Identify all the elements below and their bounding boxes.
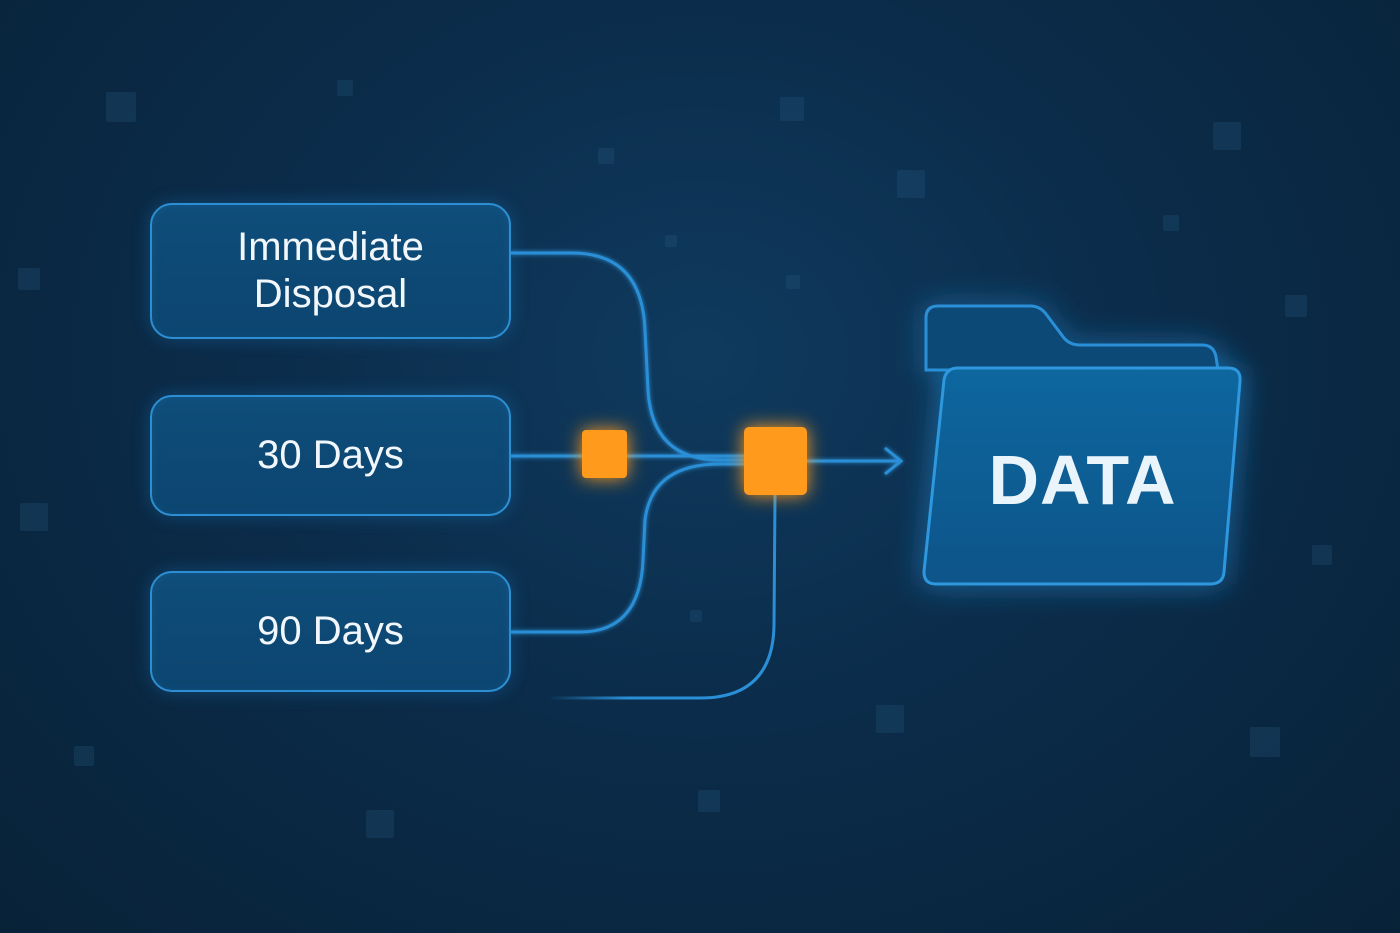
arrow-head-icon <box>884 446 904 476</box>
background-speck <box>1163 215 1179 231</box>
junction-node-large <box>744 427 807 495</box>
option-label-line: Disposal <box>253 272 408 316</box>
background-speck <box>106 92 136 122</box>
background-speck <box>876 705 904 733</box>
option-label-line: Immediate <box>237 225 424 269</box>
background-speck <box>1250 727 1280 757</box>
junction-node-small <box>582 430 627 478</box>
background-speck <box>1213 122 1241 150</box>
background-speck <box>897 170 925 198</box>
connector-90-days <box>511 462 745 634</box>
background-speck <box>74 746 94 766</box>
option-30-days[interactable]: 30 Days <box>150 395 511 516</box>
background-speck <box>690 610 702 622</box>
option-immediate-disposal[interactable]: Immediate Disposal <box>150 203 511 339</box>
background-speck <box>698 790 720 812</box>
background-speck <box>337 80 353 96</box>
folder-label: DATA <box>988 441 1177 519</box>
background-speck <box>20 503 48 531</box>
folder-front-panel <box>922 366 1242 586</box>
background-speck <box>366 810 394 838</box>
background-speck <box>1312 545 1332 565</box>
background-speck <box>598 148 614 164</box>
background-speck <box>1285 295 1307 317</box>
background-speck <box>780 97 804 121</box>
option-label: 90 Days <box>257 609 404 653</box>
connector-bottom-branch <box>548 494 777 700</box>
option-90-days[interactable]: 90 Days <box>150 571 511 692</box>
connector-immediate-disposal <box>511 251 745 462</box>
folder-icon[interactable] <box>922 304 1242 586</box>
background-speck <box>18 268 40 290</box>
option-label: 30 Days <box>257 433 404 477</box>
background-speck <box>665 235 677 247</box>
folder-back-panel <box>924 304 1220 372</box>
background-speck <box>786 275 800 289</box>
